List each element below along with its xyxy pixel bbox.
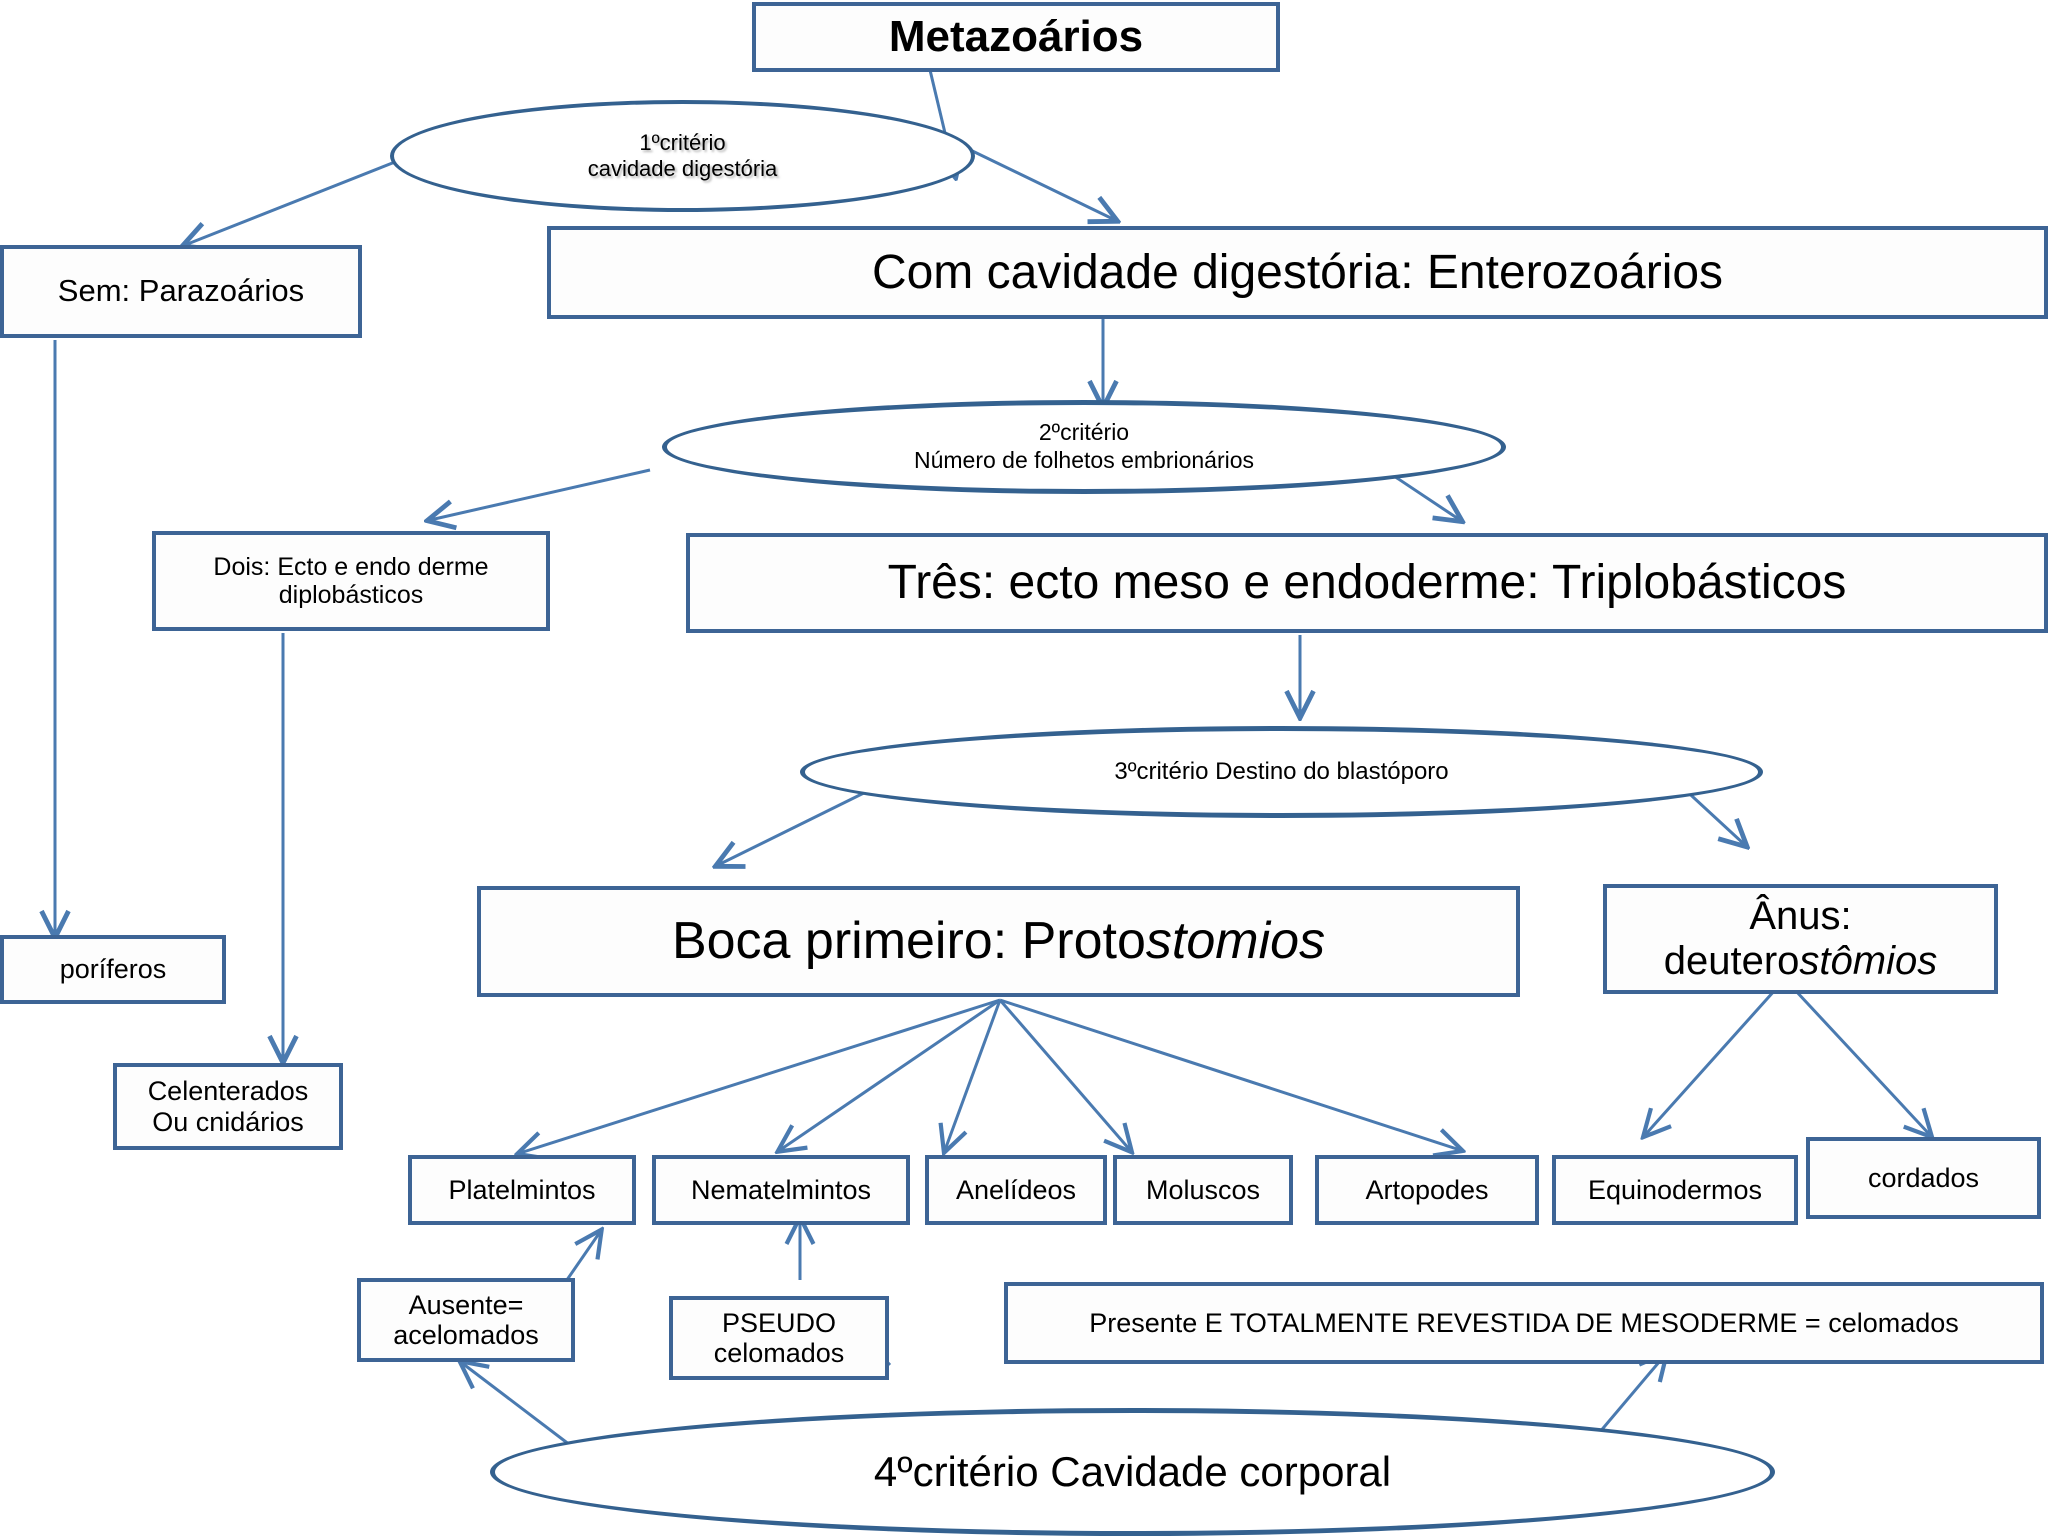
node-anus-italic: stômios — [1799, 939, 1938, 983]
node-boca-primeiro-prefix: Boca primeiro: Proto — [671, 912, 1146, 971]
node-equinodermos[interactable]: Equinodermos — [1552, 1155, 1798, 1225]
node-moluscos-label: Moluscos — [1145, 1174, 1261, 1205]
node-poriferos[interactable]: poríferos — [0, 935, 226, 1004]
criterio-1-line-2: cavidade digestória — [587, 156, 778, 181]
node-presente-label: Presente E TOTALMENTE REVESTIDA DE MESOD… — [1089, 1307, 1959, 1338]
node-anelideos-label: Anelídeos — [955, 1174, 1077, 1205]
node-celenterados-line-1: Celenterados — [147, 1076, 309, 1107]
node-tres-label: Três: ecto meso e endoderme: Triplobásti… — [887, 556, 1847, 610]
node-boca-primeiro-italic: stomios — [1145, 912, 1326, 971]
node-anelideos[interactable]: Anelídeos — [925, 1155, 1107, 1225]
node-metazoarios-label: Metazoários — [888, 12, 1144, 62]
node-ausente-line-1: Ausente= — [408, 1289, 524, 1320]
node-artopodes[interactable]: Artopodes — [1315, 1155, 1539, 1225]
criterio-2-line-2: Número de folhetos embrionários — [913, 447, 1255, 473]
node-celenterados-line-2: Ou cnidários — [152, 1106, 304, 1137]
node-pseudo-line-1: PSEUDO — [721, 1307, 836, 1338]
node-anus-line-1: Ânus: — [1749, 894, 1852, 939]
node-com-cavidade-label: Com cavidade digestória: Enterozoários — [871, 245, 1724, 299]
node-nematelmintos[interactable]: Nematelmintos — [652, 1155, 910, 1225]
node-pseudo-celomados[interactable]: PSEUDO celomados — [669, 1296, 889, 1380]
node-nematelmintos-label: Nematelmintos — [690, 1174, 872, 1205]
node-poriferos-label: poríferos — [59, 954, 167, 985]
node-anus-deuterostomios[interactable]: Ânus: deuterostômios — [1603, 884, 1998, 994]
node-boca-primeiro-protostomios[interactable]: Boca primeiro: Protostomios — [477, 886, 1520, 997]
ellipse-criterio-1[interactable]: 1ºcritério cavidade digestória — [390, 100, 975, 212]
node-equinodermos-label: Equinodermos — [1587, 1174, 1763, 1205]
node-ausente-acelomados[interactable]: Ausente= acelomados — [357, 1278, 575, 1362]
ellipse-criterio-4[interactable]: 4ºcritério Cavidade corporal — [490, 1408, 1775, 1536]
node-tres-triplobasticos[interactable]: Três: ecto meso e endoderme: Triplobásti… — [686, 533, 2048, 633]
criterio-3-label: 3ºcritério Destino do blastóporo — [1114, 757, 1449, 785]
node-cordados-label: cordados — [1867, 1162, 1980, 1193]
node-artopodes-label: Artopodes — [1365, 1174, 1489, 1205]
node-moluscos[interactable]: Moluscos — [1113, 1155, 1293, 1225]
criterio-2-line-1: 2ºcritério — [1038, 419, 1130, 446]
node-cordados[interactable]: cordados — [1806, 1137, 2041, 1219]
ellipse-criterio-3[interactable]: 3ºcritério Destino do blastóporo — [800, 726, 1763, 818]
node-platelmintos[interactable]: Platelmintos — [408, 1155, 636, 1225]
criterio-4-label: 4ºcritério Cavidade corporal — [873, 1447, 1392, 1495]
node-dois-line-1: Dois: Ecto e endo derme — [213, 553, 489, 581]
node-anus-line-2: deuterostômios — [1664, 939, 1937, 984]
criterio-1-line-1: 1ºcritério — [639, 129, 726, 155]
node-platelmintos-label: Platelmintos — [448, 1174, 596, 1205]
node-sem-parazoarios-label: Sem: Parazoários — [57, 273, 305, 309]
node-metazoarios[interactable]: Metazoários — [752, 2, 1280, 72]
node-ausente-line-2: acelomados — [393, 1320, 539, 1350]
node-dois-ecto-endoderme[interactable]: Dois: Ecto e endo derme diplobásticos — [152, 531, 550, 631]
node-pseudo-line-2: celomados — [713, 1338, 845, 1368]
node-anus-prefix: deutero — [1663, 939, 1800, 983]
node-dois-line-2: diplobásticos — [278, 581, 424, 609]
node-boca-primeiro-text: Boca primeiro: Protostomios — [672, 912, 1325, 970]
node-com-cavidade-digestoria[interactable]: Com cavidade digestória: Enterozoários — [547, 226, 2048, 319]
ellipse-criterio-2[interactable]: 2ºcritério Número de folhetos embrionári… — [662, 400, 1506, 494]
node-celenterados[interactable]: Celenterados Ou cnidários — [113, 1063, 343, 1150]
node-presente-celomados[interactable]: Presente E TOTALMENTE REVESTIDA DE MESOD… — [1004, 1282, 2044, 1364]
node-sem-parazoarios[interactable]: Sem: Parazoários — [0, 245, 362, 338]
